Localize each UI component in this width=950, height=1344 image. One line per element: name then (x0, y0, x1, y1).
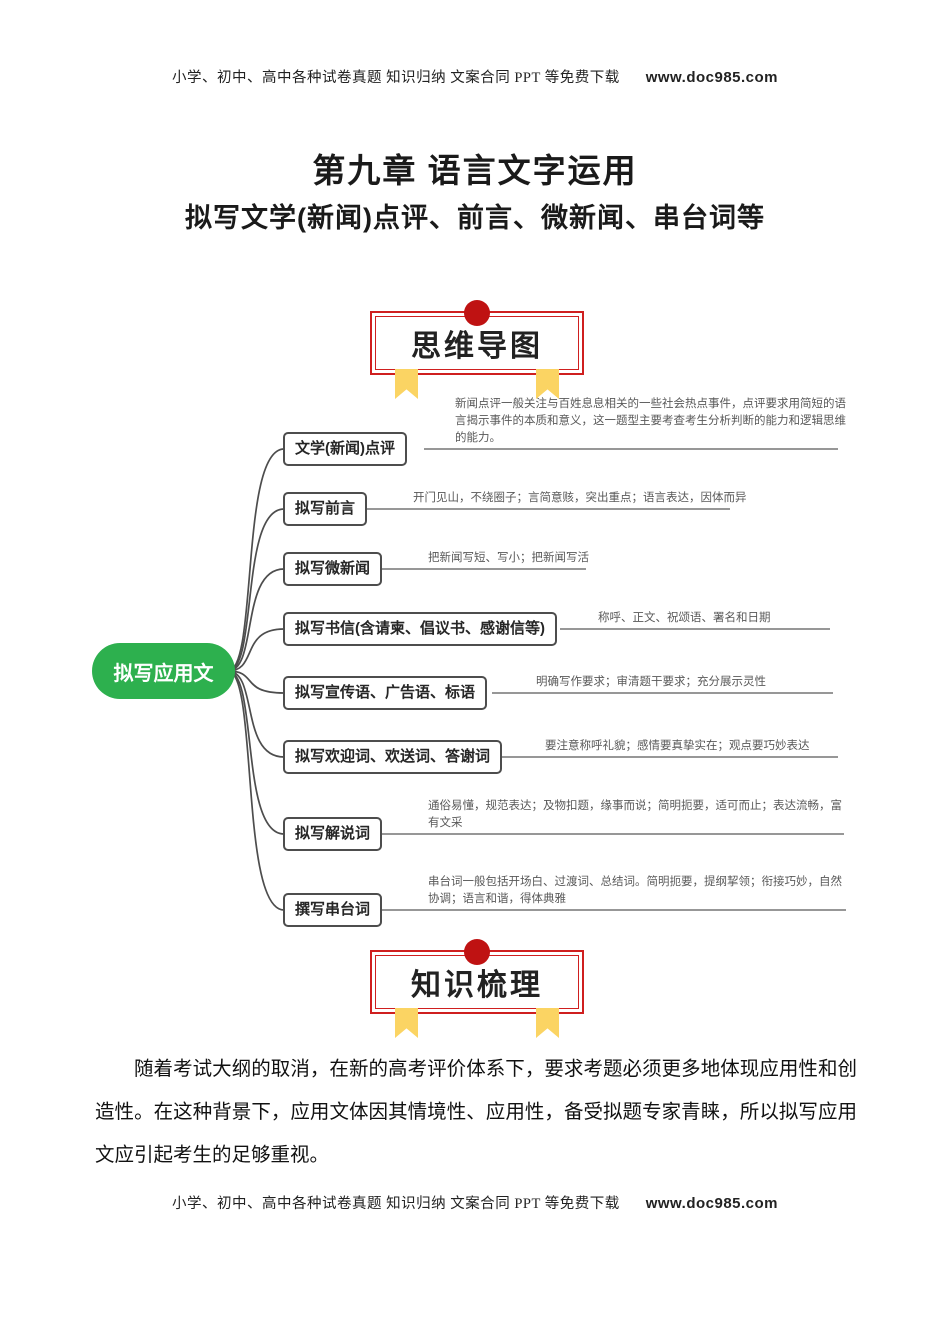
banner-dot-icon (464, 939, 490, 965)
mindmap-node-literary-news-review: 文学(新闻)点评 (283, 432, 407, 466)
mindmap-node-foreword: 拟写前言 (283, 492, 368, 526)
banner-ribbon-right-icon (536, 369, 559, 399)
branch-curves (227, 448, 285, 911)
banner-dot-icon (464, 300, 490, 326)
page-header: 小学、初中、高中各种试卷真题 知识归纳 文案合同 PPT 等免费下载 www.do… (0, 66, 950, 87)
mindmap-root-node: 拟写应用文 (92, 643, 235, 699)
chapter-title: 第九章 语言文字运用 (312, 154, 638, 190)
mindmap-node-commentary: 拟写解说词 (283, 817, 383, 851)
footer-site-url: www.doc985.com (645, 1195, 779, 1212)
mindmap-note-emcee-script: 串台词一般包括开场白、过渡词、总结词。简明扼要，提纲挈领；衔接巧妙，自然协调；语… (428, 876, 842, 905)
mindmap-note-foreword: 开门见山，不绕圈子；言简意赅，突出重点；语言表达，因体而异 (413, 492, 747, 504)
banner-ribbon-right-icon (536, 1008, 559, 1038)
banner-ribbon-left-icon (395, 369, 418, 399)
mindmap-note-slogans: 明确写作要求；审清题干要求；充分展示灵性 (536, 676, 766, 688)
mindmap-note-literary-news-review: 新闻点评一般关注与百姓息息相关的一些社会热点事件，点评要求用简短的语言揭示事件的… (455, 398, 846, 444)
mindmap-node-emcee-script: 撰写串台词 (283, 893, 383, 927)
banner-ribbon-left-icon (395, 1008, 418, 1038)
mindmap-banner-title: 思维导图 (411, 330, 543, 363)
header-site-url: www.doc985.com (645, 69, 779, 86)
mindmap-note-welcome-speech: 要注意称呼礼貌；感情要真挚实在；观点要巧妙表达 (545, 740, 810, 752)
mindmap-note-commentary: 通俗易懂，规范表达；及物扣题，缘事而说；简明扼要，适可而止；表达流畅，富有文采 (428, 800, 842, 829)
knowledge-banner: 知识梳理 (370, 939, 584, 1038)
mindmap-node-letters: 拟写书信(含请柬、倡议书、感谢信等) (283, 612, 557, 646)
mindmap-banner: 思维导图 (370, 300, 584, 399)
footer-text: 小学、初中、高中各种试卷真题 知识归纳 文案合同 PPT 等免费下载 (171, 1196, 620, 1212)
knowledge-banner-title: 知识梳理 (411, 969, 543, 1002)
mindmap-node-welcome-speech: 拟写欢迎词、欢送词、答谢词 (283, 740, 503, 774)
note-underlines (366, 448, 846, 911)
header-text: 小学、初中、高中各种试卷真题 知识归纳 文案合同 PPT 等免费下载 (171, 70, 620, 86)
mindmap-node-micro-news: 拟写微新闻 (283, 552, 383, 586)
knowledge-paragraph: 随着考试大纲的取消，在新的高考评价体系下，要求考题必须更多地体现应用性和创造性。… (95, 1059, 857, 1166)
mindmap-node-slogans: 拟写宣传语、广告语、标语 (283, 676, 488, 710)
mindmap-note-micro-news: 把新闻写短、写小；把新闻写活 (428, 552, 589, 564)
page-footer: 小学、初中、高中各种试卷真题 知识归纳 文案合同 PPT 等免费下载 www.do… (0, 1192, 950, 1213)
chapter-subtitle: 拟写文学(新闻)点评、前言、微新闻、串台词等 (185, 203, 765, 233)
mindmap-note-letters: 称呼、正文、祝颂语、署名和日期 (598, 612, 771, 624)
